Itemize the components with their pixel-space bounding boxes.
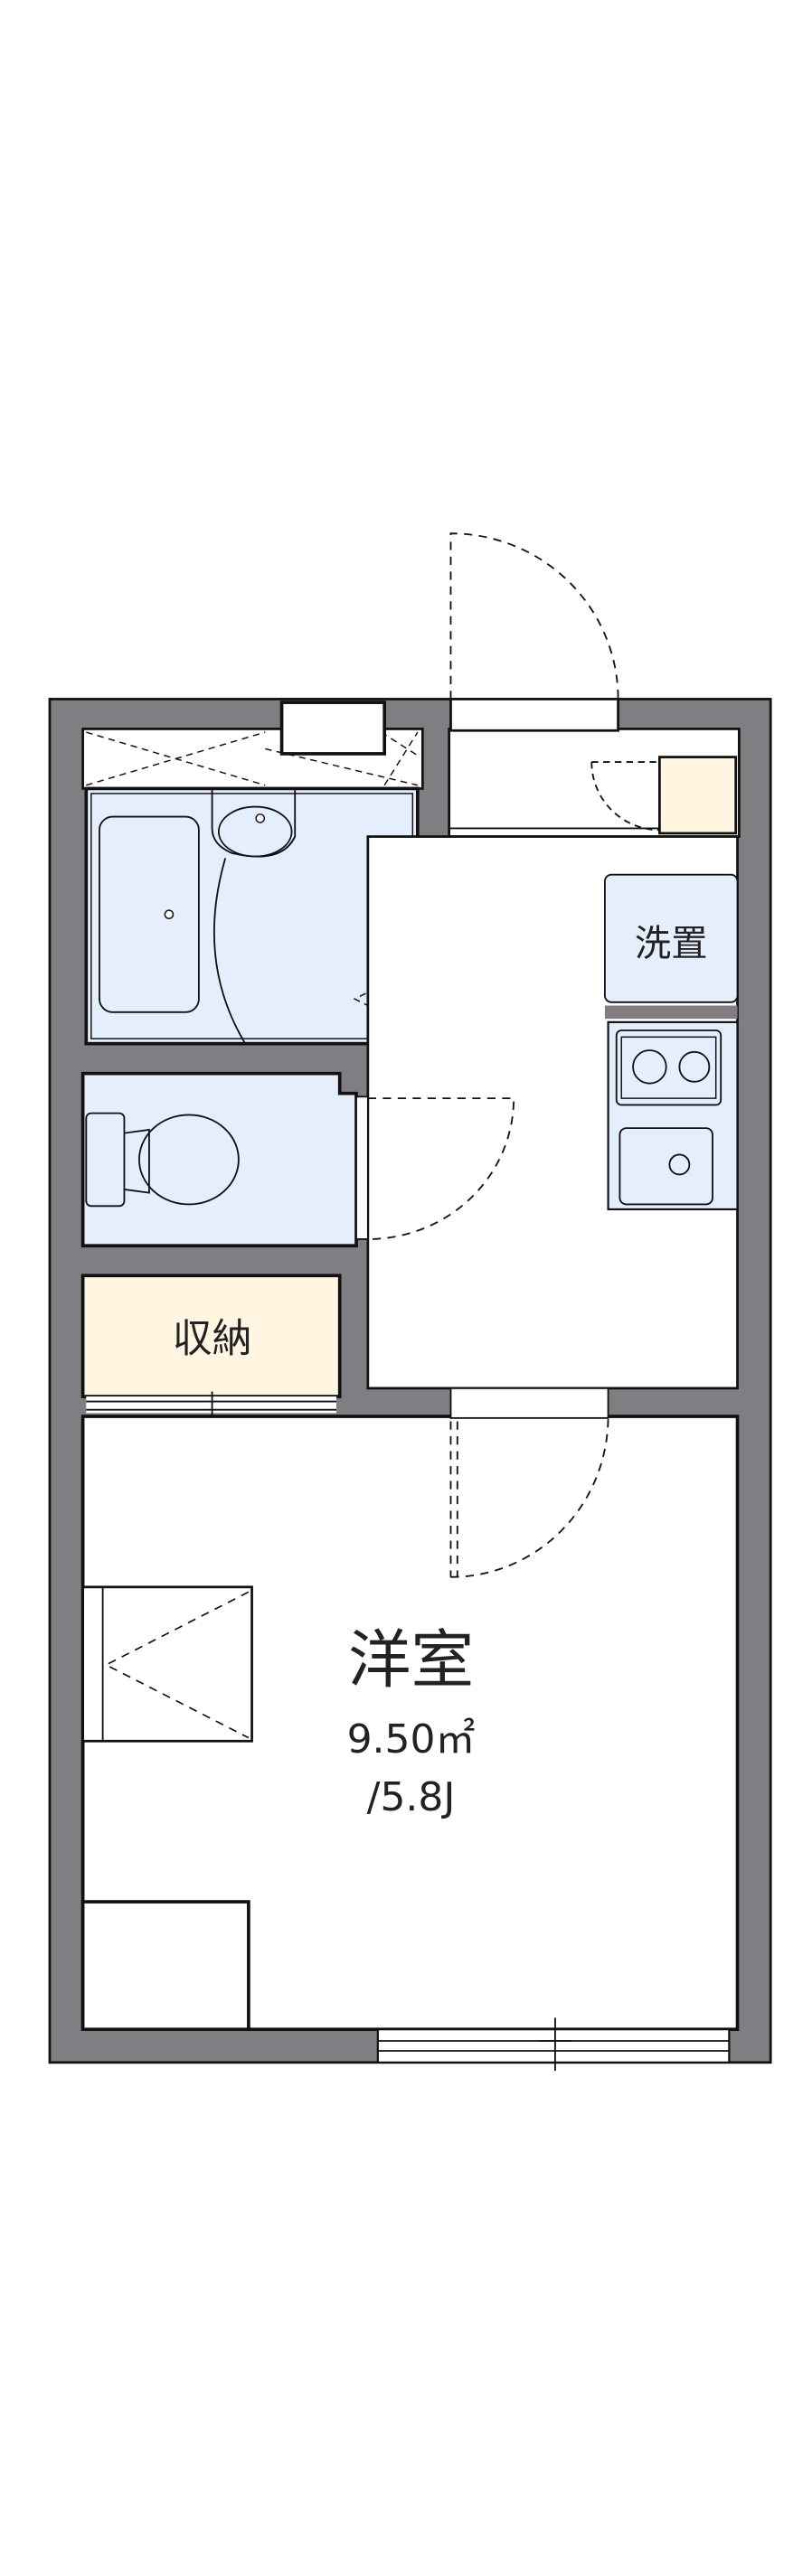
washer-space <box>604 873 739 1003</box>
bath-window <box>279 700 387 756</box>
storage <box>80 1274 342 1398</box>
bathtub <box>99 815 200 1013</box>
balcony-window[interactable] <box>376 2017 731 2071</box>
washer-label: 洗置 <box>635 923 708 965</box>
sink-drain-icon <box>668 1153 691 1176</box>
sink <box>618 1127 713 1206</box>
washbasin-icon <box>217 805 293 858</box>
floor-box <box>80 1900 250 2032</box>
stove <box>615 1029 722 1106</box>
room-door-swing <box>449 1416 609 1578</box>
toilet-door-swing <box>367 1097 515 1240</box>
storage-label: 収納 <box>173 1316 252 1362</box>
toilet-tank <box>85 1112 126 1208</box>
entrance-opening[interactable] <box>449 698 619 732</box>
closet-unit <box>81 1585 253 1743</box>
room-tatami: /5.8J <box>367 1774 456 1820</box>
toilet-door-opening[interactable] <box>355 1095 369 1240</box>
shoe-cabinet <box>658 756 738 835</box>
storage-sliding-door[interactable] <box>86 1391 337 1418</box>
room-area: 9.50㎡ <box>347 1716 476 1763</box>
burner-icon <box>678 1050 711 1083</box>
toilet-room <box>80 1071 358 1248</box>
kitchen-counter <box>607 1020 739 1211</box>
burner-icon <box>632 1049 667 1085</box>
room-label: 洋室 <box>348 1623 474 1697</box>
tub-drain-icon <box>164 909 175 920</box>
toilet-bowl-icon <box>138 1114 240 1206</box>
entrance-door-swing <box>449 532 619 700</box>
room-door-opening[interactable] <box>449 1387 609 1419</box>
